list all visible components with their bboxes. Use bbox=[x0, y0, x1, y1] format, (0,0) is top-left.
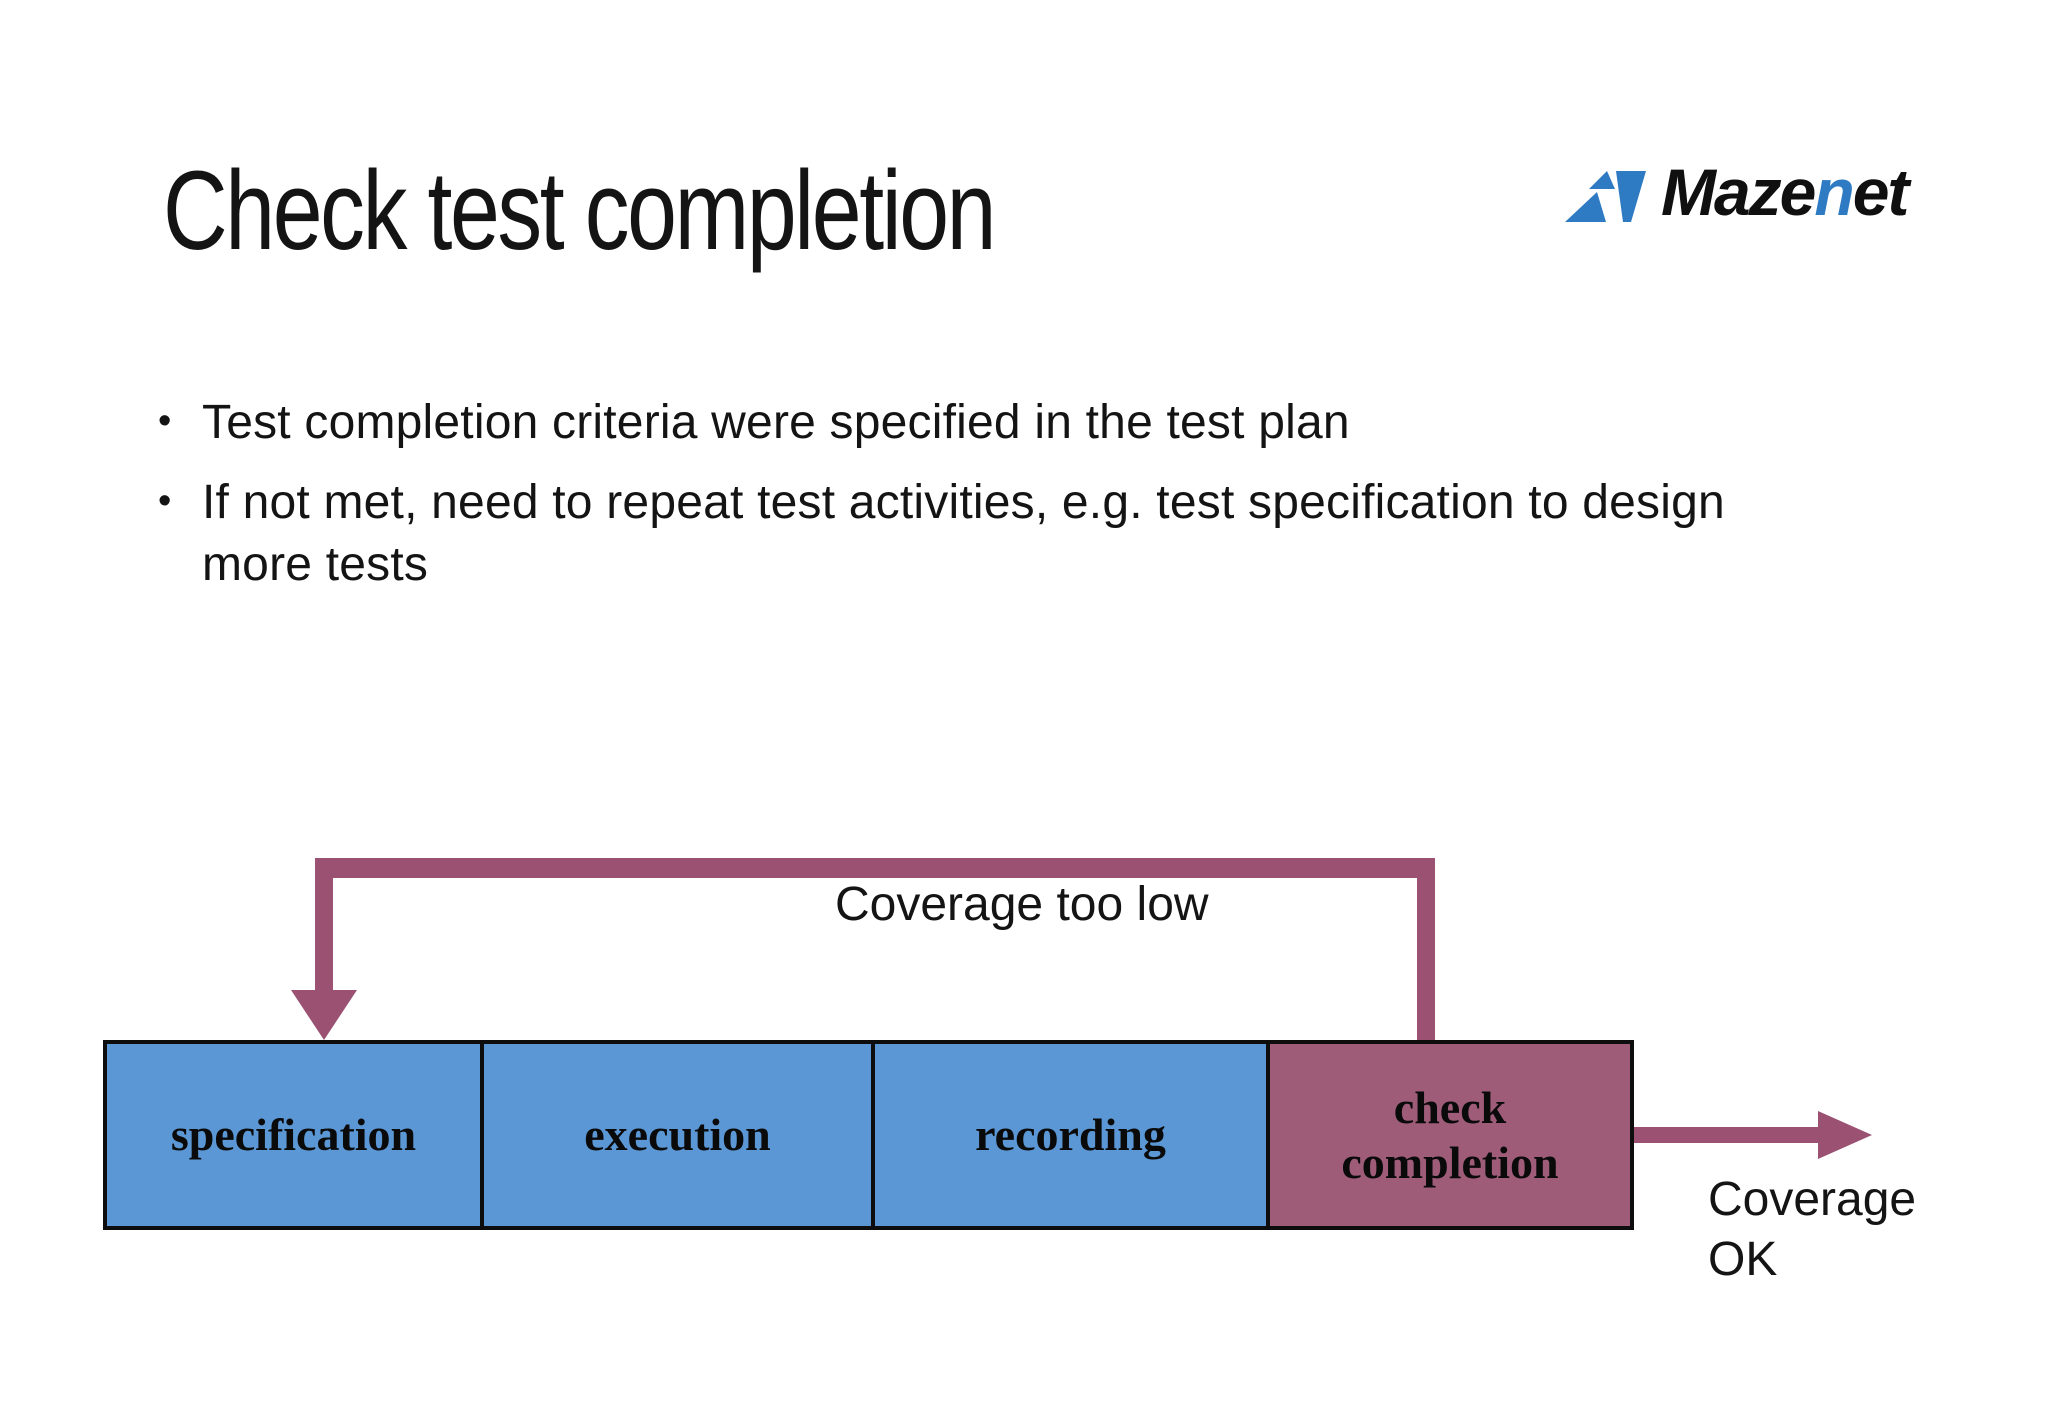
logo-text-post: et bbox=[1852, 155, 1910, 229]
bullet-list: • Test completion criteria were specifie… bbox=[158, 392, 1938, 614]
bullet-item: • If not met, need to repeat test activi… bbox=[158, 472, 1938, 596]
loop-arrow-left-segment bbox=[315, 858, 333, 994]
mazenet-logo: Mazenet bbox=[1565, 159, 1909, 225]
bullet-dot-icon: • bbox=[158, 400, 172, 442]
logo-text-accent: n bbox=[1814, 155, 1854, 229]
exit-arrow-shaft bbox=[1634, 1127, 1820, 1143]
bullet-text: Test completion criteria were specified … bbox=[202, 396, 1350, 449]
logo-wordmark: Mazenet bbox=[1661, 159, 1909, 225]
flow-box-specification: specification bbox=[103, 1040, 484, 1230]
flow-box-recording: recording bbox=[871, 1040, 1270, 1230]
mazenet-triangles-icon bbox=[1565, 171, 1646, 222]
loop-arrow-top-segment bbox=[315, 858, 1435, 878]
logo-text-pre: Maze bbox=[1661, 155, 1816, 229]
loop-arrow-right-segment bbox=[1417, 858, 1435, 1040]
loop-arrow-label: Coverage too low bbox=[835, 878, 1209, 931]
bullet-text: If not met, need to repeat test activiti… bbox=[202, 476, 1725, 591]
bullet-dot-icon: • bbox=[158, 480, 172, 522]
bullet-item: • Test completion criteria were specifie… bbox=[158, 392, 1938, 454]
flow-box-check-completion: check completion bbox=[1266, 1040, 1634, 1230]
loop-arrowhead-down-icon bbox=[291, 990, 357, 1040]
page-title: Check test completion bbox=[163, 148, 996, 273]
exit-arrow-label: Coverage OK bbox=[1708, 1173, 1917, 1286]
exit-arrowhead-right-icon bbox=[1818, 1111, 1872, 1159]
flow-box-execution: execution bbox=[480, 1040, 875, 1230]
